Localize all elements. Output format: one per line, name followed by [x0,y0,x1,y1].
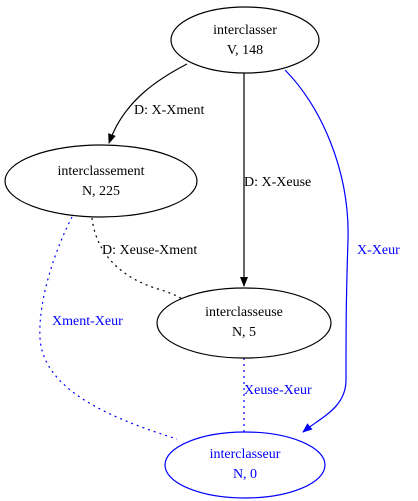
node-interclasseur: interclasseur N, 0 [164,431,326,499]
node-info: N, 0 [233,467,257,482]
edge-xeuse-xeur: Xeuse-Xeur [243,358,312,432]
edge-line [108,63,188,144]
edge-x-xeuse: D: X-Xeuse [240,68,311,287]
node-interclasseuse: interclasseuse N, 5 [156,287,332,359]
edge-xment-xeur: Xment-Xeur [39,216,178,440]
edge-label: Xment-Xeur [52,314,123,329]
edge-label: X-Xeur [357,243,400,258]
node-info: N, 5 [232,325,256,340]
node-info: V, 148 [227,43,263,58]
node-interclassement: interclassement N, 225 [4,144,198,218]
edge-label: Xeuse-Xeur [244,383,312,398]
node-ellipse [164,431,326,499]
node-word: interclasseuse [205,305,283,320]
node-ellipse [170,6,320,74]
edge-line [91,217,185,301]
node-word: interclasseur [210,447,281,462]
edge-line [284,69,349,433]
edge-label: D: X-Xment [134,103,204,118]
node-ellipse [156,287,332,359]
node-word: interclasser [213,23,277,38]
edge-xeuse-xment: D: Xeuse-Xment [91,217,197,301]
node-ellipse [4,144,198,218]
node-info: N, 225 [82,184,120,199]
edge-x-xment: D: X-Xment [108,63,204,144]
edge-line [39,216,178,440]
node-word: interclassement [57,164,144,179]
edge-x-xeur: X-Xeur [284,69,400,433]
edge-label: D: X-Xeuse [244,175,311,190]
edge-label: D: Xeuse-Xment [102,243,197,258]
node-interclasser: interclasser V, 148 [170,6,320,74]
